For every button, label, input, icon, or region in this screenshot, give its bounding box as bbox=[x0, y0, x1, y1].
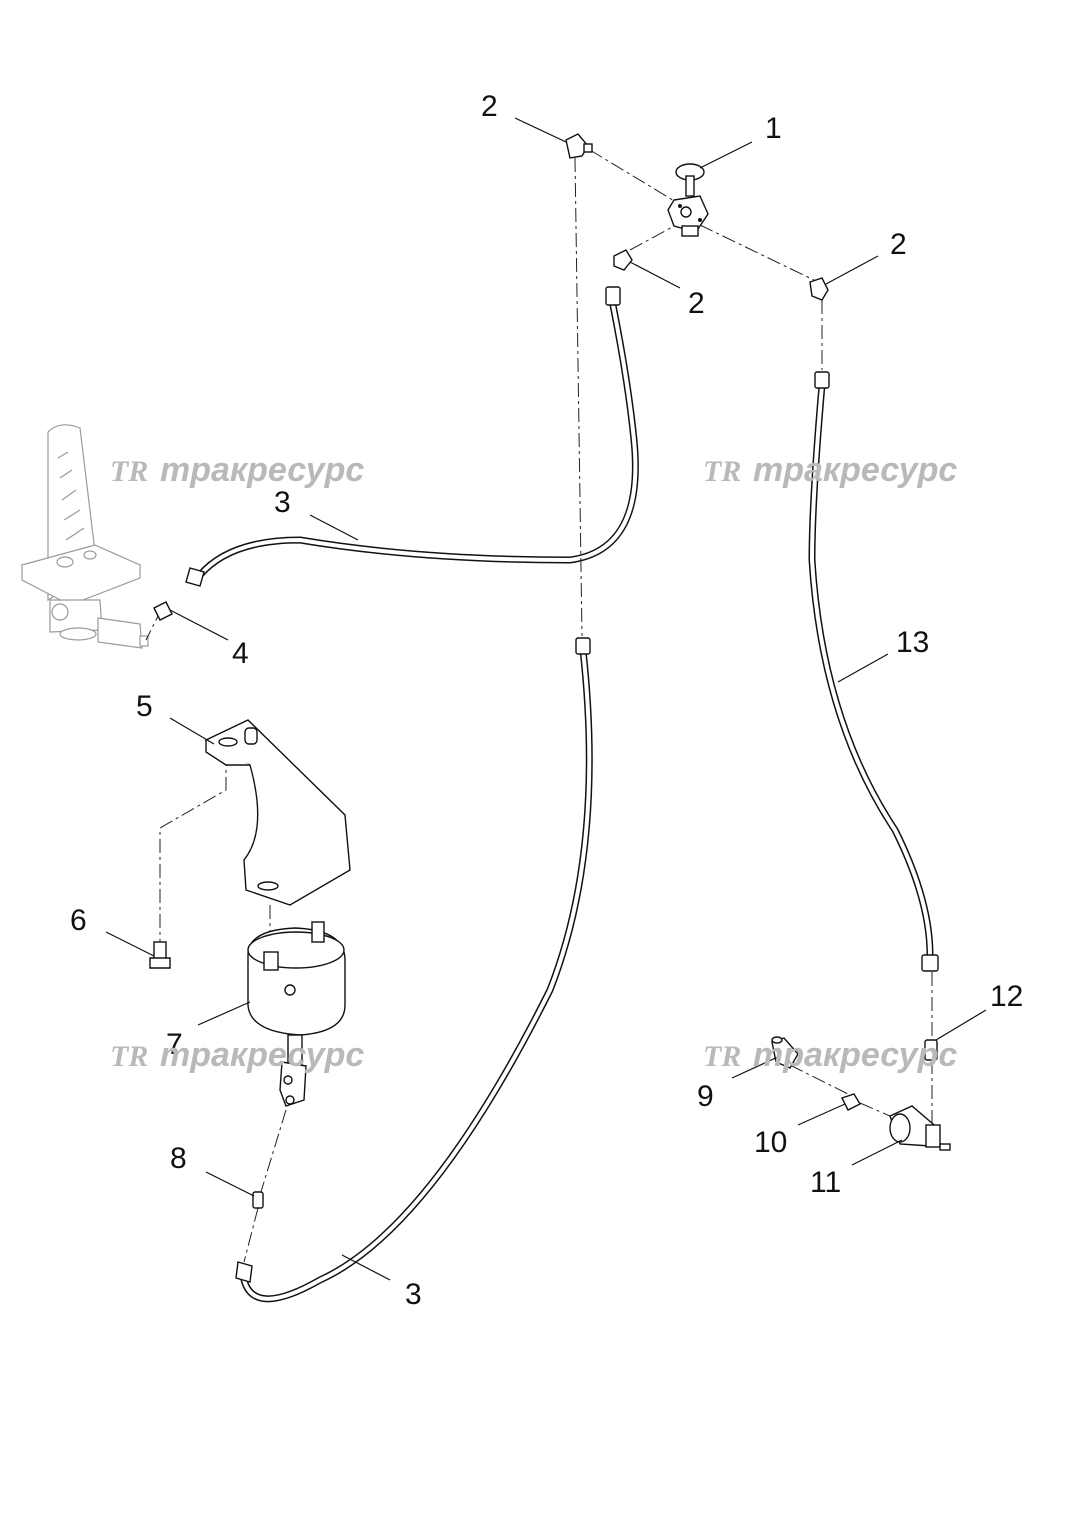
part-2-elbow-top bbox=[565, 133, 593, 159]
part-4-fitting bbox=[153, 601, 173, 621]
leader-lines bbox=[105, 117, 987, 1281]
part-12-fitting bbox=[924, 1039, 938, 1061]
callout-4: 4 bbox=[232, 637, 249, 670]
callout-1: 1 bbox=[765, 112, 782, 145]
watermark: TR тракресурс bbox=[110, 1036, 364, 1074]
callout-3: 3 bbox=[274, 486, 291, 519]
hose-13 bbox=[808, 371, 939, 972]
callout-2: 2 bbox=[481, 90, 498, 123]
part-2-elbow-right bbox=[809, 277, 829, 301]
watermark-text: тракресурс bbox=[753, 451, 957, 489]
callout-2: 2 bbox=[890, 228, 907, 261]
part-10-fitting bbox=[841, 1093, 861, 1111]
brake-pedal-assembly-ghost bbox=[20, 424, 149, 649]
callout-9: 9 bbox=[697, 1080, 714, 1113]
callout-2: 2 bbox=[688, 287, 705, 320]
callouts: 1 2 2 2 3 3 4 5 6 7 8 9 10 11 12 13 bbox=[70, 90, 1023, 1311]
part-6-bolt bbox=[149, 941, 171, 969]
part-11-valve bbox=[889, 1105, 951, 1151]
watermark-text: тракресурс bbox=[160, 451, 364, 489]
hose-3-lower bbox=[235, 637, 593, 1303]
callout-3: 3 bbox=[405, 1278, 422, 1311]
callout-6: 6 bbox=[70, 904, 87, 937]
part-1-hand-valve bbox=[667, 163, 709, 237]
callout-5: 5 bbox=[136, 690, 153, 723]
part-8-fitting bbox=[252, 1191, 264, 1209]
callout-12: 12 bbox=[990, 980, 1023, 1013]
watermark: TR тракресурс bbox=[703, 1036, 957, 1074]
watermark: TR тракресурс bbox=[703, 451, 957, 489]
part-5-bracket bbox=[204, 719, 351, 906]
watermark-logo: TR bbox=[110, 455, 148, 488]
center-lines bbox=[145, 149, 933, 1263]
callout-7: 7 bbox=[166, 1028, 183, 1061]
watermark-logo: TR bbox=[703, 455, 741, 488]
part-2-elbow-left bbox=[613, 249, 633, 271]
watermark-logo: TR bbox=[110, 1040, 148, 1073]
watermark: TR тракресурс bbox=[110, 451, 364, 489]
watermark-text: тракресурс bbox=[753, 1036, 957, 1074]
watermark-text: тракресурс bbox=[160, 1036, 364, 1074]
hose-3-upper bbox=[185, 286, 639, 587]
callout-13: 13 bbox=[896, 626, 929, 659]
part-7-brake-chamber bbox=[247, 921, 346, 1107]
watermark-logo: TR bbox=[703, 1040, 741, 1073]
part-9-elbow bbox=[771, 1036, 799, 1069]
callout-11: 11 bbox=[810, 1166, 841, 1199]
callout-10: 10 bbox=[754, 1126, 787, 1159]
callout-8: 8 bbox=[170, 1142, 187, 1175]
